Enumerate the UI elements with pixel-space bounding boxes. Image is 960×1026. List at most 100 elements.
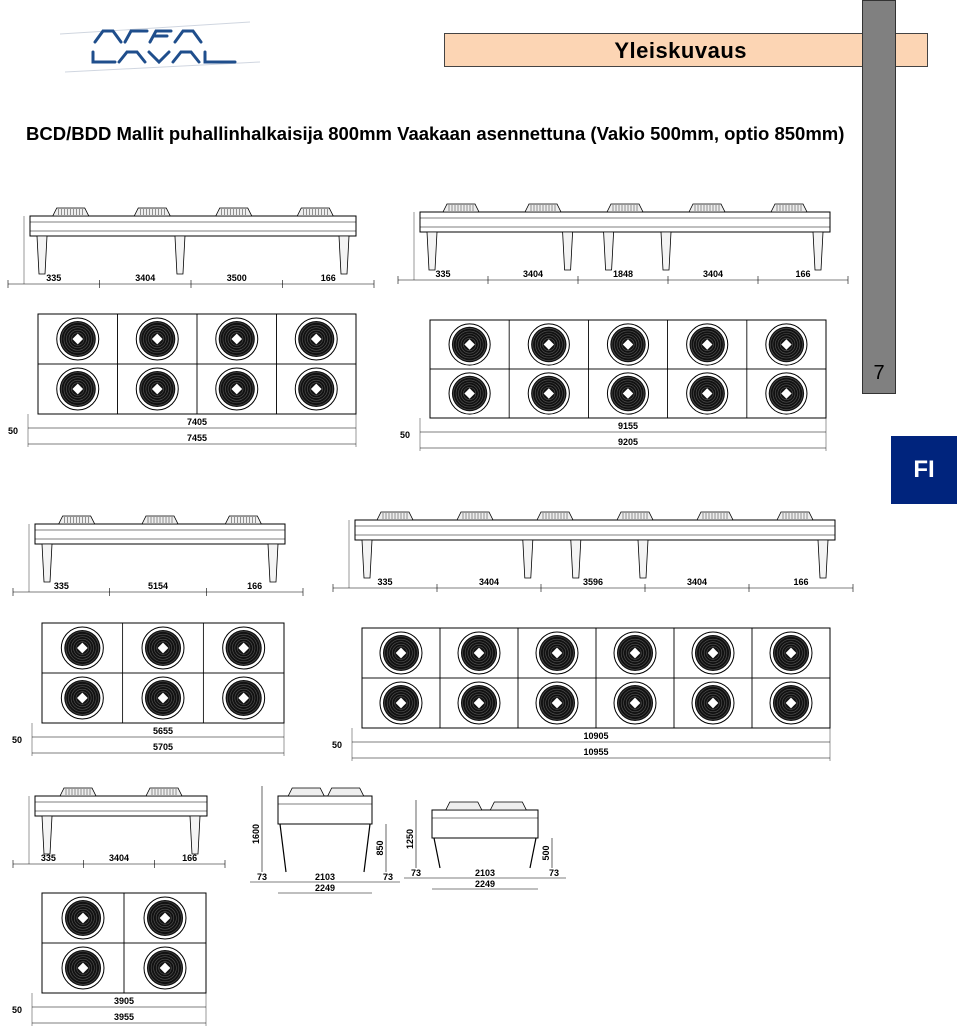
fan-icon	[215, 317, 259, 361]
plan-overall-length-label: 5705	[153, 742, 173, 752]
side-dimension-label: 166	[321, 273, 336, 283]
plan-inner-length-label: 10905	[583, 731, 608, 741]
fan-housing	[445, 801, 483, 811]
support-leg	[570, 539, 582, 579]
side-dimension-label: 3404	[687, 577, 707, 587]
fan-icon	[691, 631, 735, 675]
side-view-body	[354, 519, 836, 541]
fan-icon	[294, 367, 338, 411]
fan-icon	[379, 631, 423, 675]
section-title: Yleiskuvaus	[614, 38, 747, 63]
language-badge: FI	[891, 436, 957, 504]
support-leg	[817, 539, 829, 579]
end-overall-dimension-label: 2249	[475, 879, 495, 889]
fan-icon	[527, 372, 570, 415]
fan-icon	[56, 317, 100, 361]
side-view-body	[29, 215, 357, 237]
side-dimension-label: 5154	[148, 581, 168, 591]
drawing-3-fan-row: 335 5154 166 50 5655 5705	[12, 515, 304, 756]
support-leg	[433, 837, 537, 869]
support-leg	[338, 235, 350, 275]
fan-icon	[379, 681, 423, 725]
side-dimension-label: 3404	[523, 269, 543, 279]
side-dimension-label: 166	[793, 577, 808, 587]
fan-icon	[686, 323, 729, 366]
fan-icon	[457, 631, 501, 675]
fan-icon	[765, 323, 808, 366]
fan-icon	[60, 626, 104, 670]
fan-housing	[327, 787, 365, 797]
fan-icon	[769, 681, 813, 725]
side-dimension-label: 3500	[227, 273, 247, 283]
plan-inner-length-label: 5655	[153, 726, 173, 736]
fan-icon	[448, 323, 491, 366]
fan-housing	[287, 787, 325, 797]
fan-icon	[527, 323, 570, 366]
side-view-body	[34, 795, 208, 817]
fan-icon	[143, 896, 187, 940]
header-banner: Yleiskuvaus	[444, 33, 928, 67]
support-leg	[189, 815, 201, 855]
support-leg	[603, 231, 615, 271]
side-view-body	[34, 523, 286, 545]
plan-inner-length-label: 7405	[187, 417, 207, 427]
support-leg	[660, 231, 672, 271]
end-overall-dimension-label: 2249	[315, 883, 335, 893]
side-dimension-label: 1848	[613, 269, 633, 279]
fan-icon	[294, 317, 338, 361]
fan-icon	[606, 372, 650, 415]
support-leg	[174, 235, 186, 275]
support-leg	[36, 235, 48, 275]
end-dimension-label: 73	[549, 868, 559, 878]
plan-inner-length-label: 9155	[618, 421, 638, 431]
fan-icon	[222, 626, 266, 670]
side-dimension-label: 3596	[583, 577, 603, 587]
fan-icon	[61, 896, 105, 940]
fan-icon	[691, 681, 735, 725]
side-dimension-label: 3404	[479, 577, 499, 587]
plan-offset-label: 50	[332, 740, 342, 750]
height-dimension-label: 1250	[405, 829, 415, 849]
fan-icon	[686, 372, 729, 415]
alfa-laval-logo	[59, 21, 261, 73]
side-dimension-label: 166	[182, 853, 197, 863]
side-dimension-label: 335	[435, 269, 450, 279]
fan-icon	[765, 372, 808, 415]
plan-offset-label: 50	[8, 426, 18, 436]
end-dimension-label: 2103	[475, 868, 495, 878]
fan-icon	[143, 946, 187, 990]
end-dimension-label: 73	[257, 872, 267, 882]
plan-overall-length-label: 9205	[618, 437, 638, 447]
fan-icon	[535, 681, 579, 725]
end-dimension-label: 73	[383, 872, 393, 882]
support-leg	[41, 815, 53, 855]
end-dimension-label: 2103	[315, 872, 335, 882]
plan-overall-length-label: 3955	[114, 1012, 134, 1022]
support-leg	[637, 539, 649, 579]
plan-offset-label: 50	[400, 430, 410, 440]
plan-offset-label: 50	[12, 735, 22, 745]
fan-icon	[448, 372, 491, 415]
side-dimension-label: 3404	[135, 273, 155, 283]
support-leg	[361, 539, 373, 579]
end-view-body	[431, 809, 539, 839]
side-view-body	[419, 211, 831, 233]
side-dimension-label: 166	[247, 581, 262, 591]
support-leg	[426, 231, 438, 271]
fan-icon	[141, 626, 185, 670]
side-dimension-label: 335	[54, 581, 69, 591]
fan-icon	[60, 676, 104, 720]
page-side-tab: 7	[862, 0, 896, 394]
fan-icon	[535, 631, 579, 675]
plan-offset-label: 50	[12, 1005, 22, 1015]
support-leg	[41, 543, 53, 583]
fan-icon	[606, 323, 650, 366]
fan-icon	[135, 317, 179, 361]
support-leg	[562, 231, 574, 271]
